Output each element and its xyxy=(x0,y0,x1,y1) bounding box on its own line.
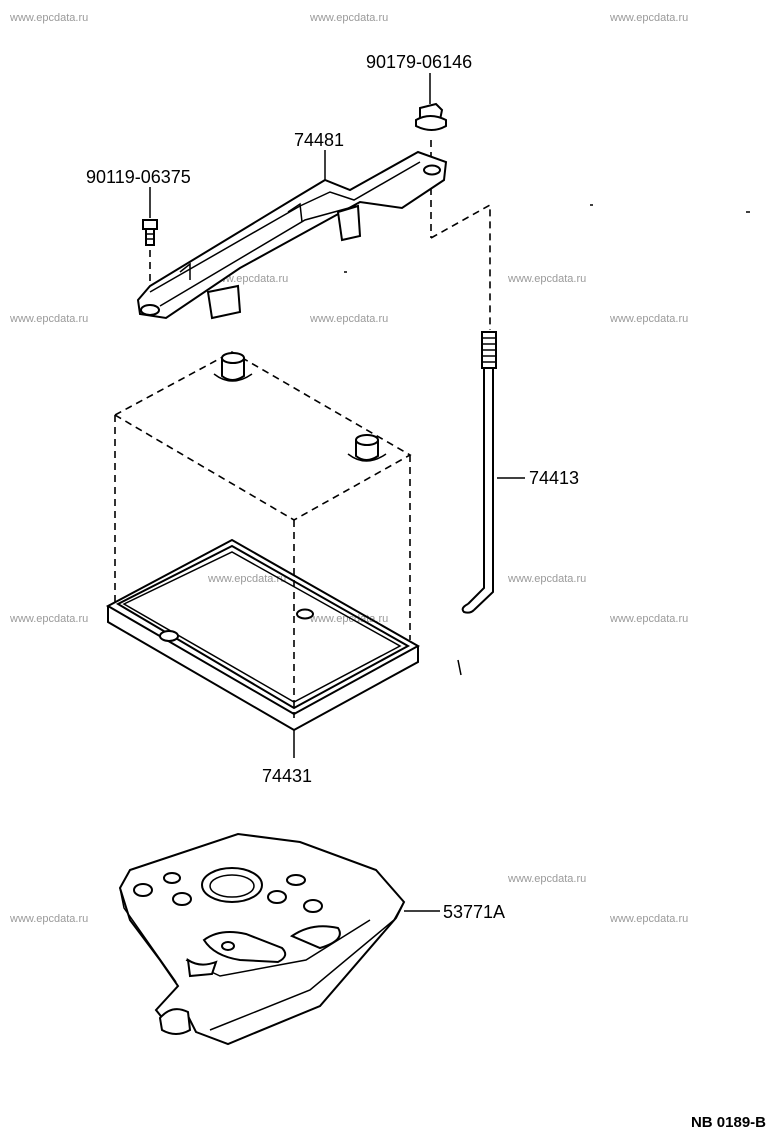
tray-part xyxy=(105,538,421,758)
watermark: www.epcdata.ru xyxy=(609,12,688,24)
diagram-code: NB 0189-B xyxy=(691,1114,766,1131)
insulator-part xyxy=(118,832,440,1046)
label-insulator-part-number: 53771A xyxy=(443,902,505,922)
watermark: www.epcdata.ru xyxy=(609,613,688,625)
watermark: www.epcdata.ru xyxy=(9,12,88,24)
battery-outline xyxy=(113,351,412,718)
watermark: www.epcdata.ru xyxy=(309,313,388,325)
watermark: www.epcdata.ru xyxy=(609,913,688,925)
label-rod-part-number: 74413 xyxy=(529,468,579,488)
label-nut-part-number: 90179-06146 xyxy=(366,52,472,72)
label-bolt-part-number: 90119-06375 xyxy=(86,167,191,187)
watermark: www.epcdata.ru xyxy=(309,613,388,625)
watermark: www.epcdata.ru xyxy=(9,913,88,925)
label-tray-part-number: 74431 xyxy=(262,766,312,786)
watermark: www.epcdata.ru xyxy=(9,313,88,325)
watermark: www.epcdata.ru xyxy=(207,573,286,585)
watermark: www.epcdata.ru xyxy=(309,12,388,24)
watermark: www.epcdata.ru xyxy=(507,273,586,285)
watermark: www.epcdata.ru xyxy=(609,313,688,325)
rod-part xyxy=(430,203,525,676)
clamp-part xyxy=(136,150,448,320)
watermark: www.epcdata.ru xyxy=(507,873,586,885)
label-clamp-part-number: 74481 xyxy=(294,130,344,150)
watermark-layer: www.epcdata.ru www.epcdata.ru www.epcdat… xyxy=(9,12,688,925)
watermark: www.epcdata.ru xyxy=(9,613,88,625)
watermark: www.epcdata.ru xyxy=(507,573,586,585)
